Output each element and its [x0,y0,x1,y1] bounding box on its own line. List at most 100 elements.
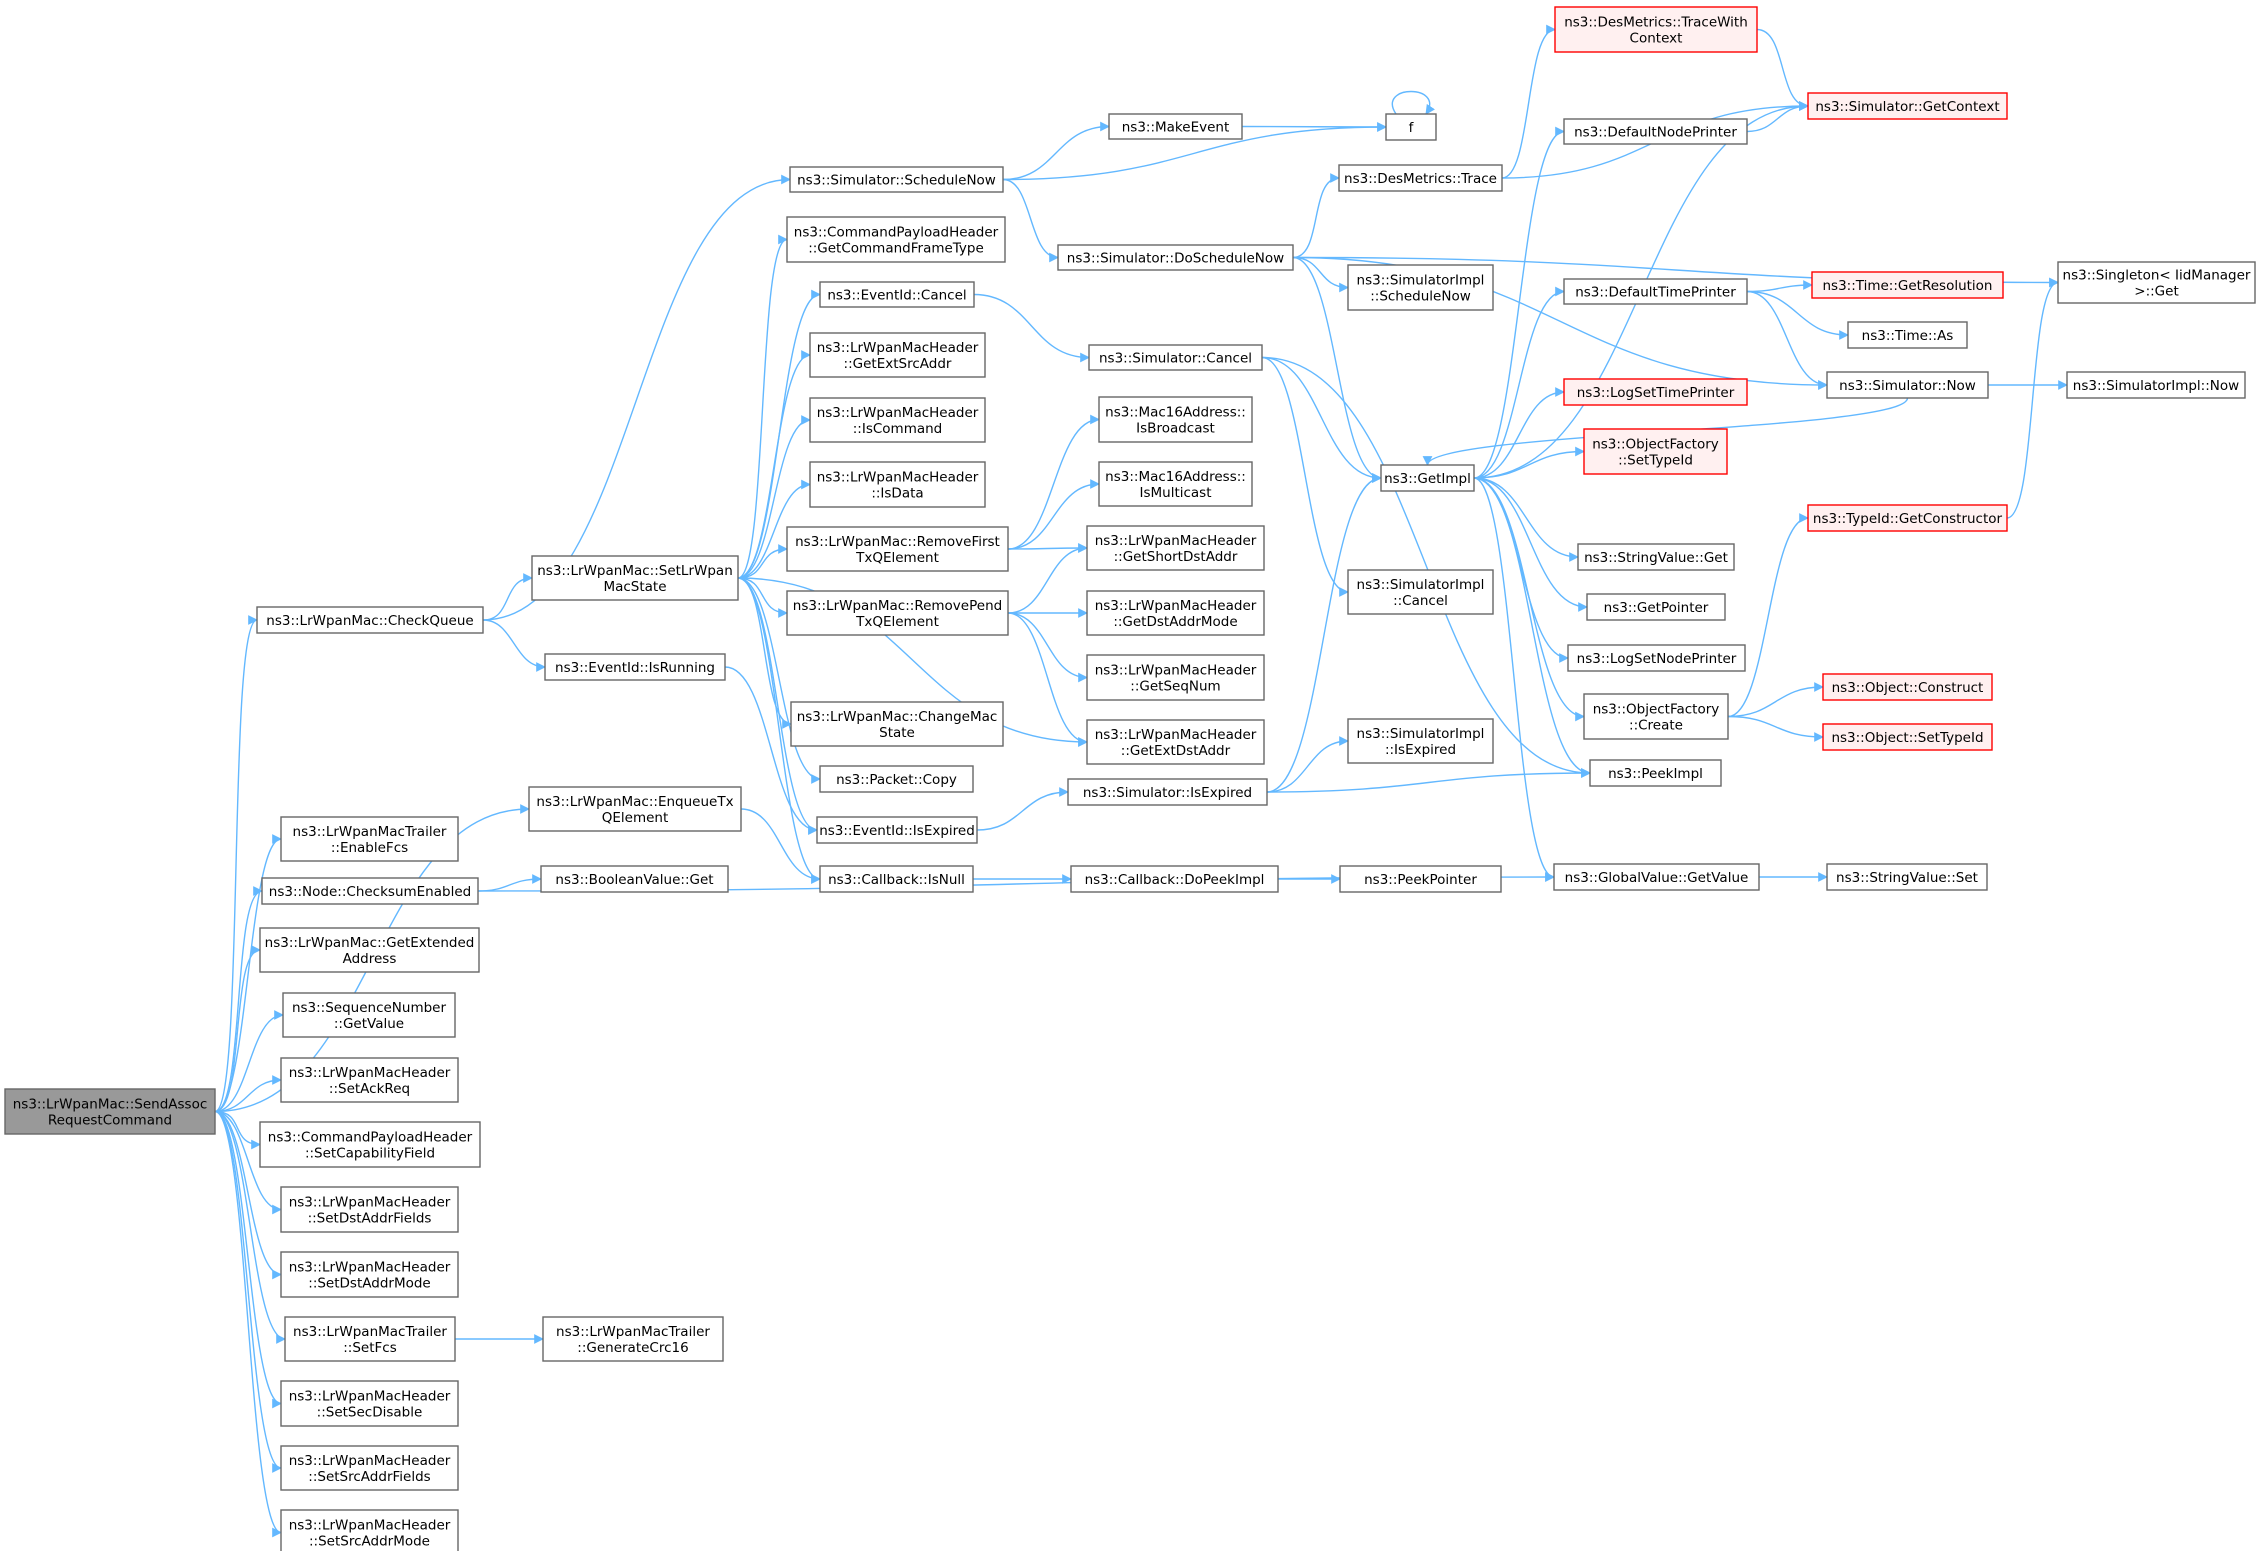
node-getpointer[interactable]: ns3::GetPointer [1586,593,1726,621]
node-simcancel[interactable]: ns3::Simulator::Cancel [1088,344,1263,371]
node-timegetresolution[interactable]: ns3::Time::GetResolution [1811,271,2004,299]
call-edge-schedulenow-to-makeevent [1002,121,1110,181]
node-simnow[interactable]: ns3::Simulator::Now [1826,371,1989,399]
node-label: ::SetDstAddrFields [308,1211,432,1227]
node-isrunning[interactable]: ns3::EventId::IsRunning [544,653,726,681]
node-box [1577,543,1735,571]
node-simimplcancel[interactable]: ns3::SimulatorImpl::Cancel [1347,569,1494,615]
node-doschedulenow[interactable]: ns3::Simulator::DoScheduleNow [1057,244,1294,271]
node-box [284,1316,456,1362]
node-setsrcaddrmode[interactable]: ns3::LrWpanMacHeader::SetSrcAddrMode [280,1509,459,1551]
node-ismulticast[interactable]: ns3::Mac16Address::IsMulticast [1098,461,1253,507]
node-box [1086,590,1265,636]
call-edge-setlrwpanstate-to-getextdstaddr [737,577,1088,747]
node-setcapfield[interactable]: ns3::CommandPayloadHeader::SetCapability… [259,1121,481,1168]
call-edge-root-to-setackreq [214,1075,282,1113]
node-label: ns3::ObjectFactory [1593,702,1720,718]
node-globalvaluegetvalue[interactable]: ns3::GlobalValue::GetValue [1553,863,1760,891]
node-box [280,1057,459,1103]
node-peekpointer[interactable]: ns3::PeekPointer [1339,865,1502,893]
node-booleanget[interactable]: ns3::BooleanValue::Get [540,865,729,893]
node-defaulttimeprinter[interactable]: ns3::DefaultTimePrinter [1563,278,1748,305]
node-iscommand[interactable]: ns3::LrWpanMacHeader::IsCommand [809,397,986,443]
node-stringvalueset[interactable]: ns3::StringValue::Set [1826,863,1988,891]
node-label: ::IsExpired [1385,742,1456,758]
node-setdstaddrfields[interactable]: ns3::LrWpanMacHeader::SetDstAddrFields [280,1186,459,1233]
call-edge-setlrwpanstate-to-callbackisnull [737,577,821,884]
node-packetcopy[interactable]: ns3::Packet::Copy [819,765,974,793]
node-desmetricstrace[interactable]: ns3::DesMetrics::Trace [1338,164,1503,192]
node-f[interactable]: f [1385,113,1437,141]
node-label: ns3::LrWpanMacHeader [289,1453,451,1469]
node-simimplschedulenow[interactable]: ns3::SimulatorImpl::ScheduleNow [1347,264,1494,311]
node-simisexpired[interactable]: ns3::Simulator::IsExpired [1067,778,1268,806]
node-logsettimeprinter[interactable]: ns3::LogSetTimePrinter [1563,378,1748,406]
node-schedulenow[interactable]: ns3::Simulator::ScheduleNow [789,166,1004,193]
node-checksum[interactable]: ns3::Node::ChecksumEnabled [261,877,479,905]
call-edge-typeidgetconstructor-to-singletonget [2006,277,2059,519]
node-getseqnum[interactable]: ns3::LrWpanMacHeader::GetSeqNum [1086,654,1265,701]
node-getimpl[interactable]: ns3::GetImpl [1380,464,1475,492]
node-enablefcs[interactable]: ns3::LrWpanMacTrailer::EnableFcs [280,816,459,862]
node-getextsrcaddr[interactable]: ns3::LrWpanMacHeader::GetExtSrcAddr [809,332,986,378]
node-objfactcreate[interactable]: ns3::ObjectFactory::Create [1583,693,1729,740]
node-label: ns3::MakeEvent [1122,120,1230,136]
node-label: ns3::StringValue::Get [1584,550,1728,566]
node-label: ns3::SimulatorImpl::Now [2073,378,2239,394]
node-objfactsettypeid[interactable]: ns3::ObjectFactory::SetTypeId [1583,428,1728,475]
node-eventisexpired[interactable]: ns3::EventId::IsExpired [816,816,978,844]
node-peekimpl[interactable]: ns3::PeekImpl [1589,759,1722,787]
node-dopeekimpl[interactable]: ns3::Callback::DoPeekImpl [1070,865,1279,893]
node-isbroadcast[interactable]: ns3::Mac16Address::IsBroadcast [1098,396,1253,443]
node-setackreq[interactable]: ns3::LrWpanMacHeader::SetAckReq [280,1057,459,1103]
node-eventcancel[interactable]: ns3::EventId::Cancel [819,281,975,308]
node-label: ns3::LrWpanMacTrailer [293,824,447,840]
node-callbackisnull[interactable]: ns3::Callback::IsNull [819,865,974,893]
node-defaultnodeprinter[interactable]: ns3::DefaultNodePrinter [1563,118,1748,145]
node-getcontext[interactable]: ns3::Simulator::GetContext [1807,92,2008,120]
node-getextdstaddr[interactable]: ns3::LrWpanMacHeader::GetExtDstAddr [1086,719,1265,765]
node-label: ns3::LrWpanMacHeader [1095,727,1257,743]
node-setdstaddrmode[interactable]: ns3::LrWpanMacHeader::SetDstAddrMode [280,1251,459,1298]
node-seqgetvalue[interactable]: ns3::SequenceNumber::GetValue [282,992,456,1038]
node-label: ns3::DesMetrics::Trace [1344,171,1497,187]
node-getcmdframetype[interactable]: ns3::CommandPayloadHeader::GetCommandFra… [786,216,1006,263]
node-setsrcaddrfields[interactable]: ns3::LrWpanMacHeader::SetSrcAddrFields [280,1445,459,1491]
node-timeas[interactable]: ns3::Time::As [1847,321,1968,349]
node-makeevent[interactable]: ns3::MakeEvent [1108,113,1243,140]
node-box [819,765,974,793]
node-box [790,701,1004,747]
node-box [809,397,986,443]
node-label: ns3::SequenceNumber [292,1000,447,1016]
node-label: ns3::Mac16Address:: [1105,469,1246,485]
node-getshortdstaddr[interactable]: ns3::LrWpanMacHeader::GetShortDstAddr [1086,525,1265,571]
node-simimplnow[interactable]: ns3::SimulatorImpl::Now [2066,371,2246,399]
node-label: ::GetExtDstAddr [1121,743,1231,759]
node-setsecdisable[interactable]: ns3::LrWpanMacHeader::SetSecDisable [280,1380,459,1427]
node-objectconstruct[interactable]: ns3::Object::Construct [1822,673,1993,701]
node-isdata[interactable]: ns3::LrWpanMacHeader::IsData [809,461,986,508]
node-setfcs[interactable]: ns3::LrWpanMacTrailer::SetFcs [284,1316,456,1362]
node-simimplisexpired[interactable]: ns3::SimulatorImpl::IsExpired [1347,718,1494,764]
call-edge-simcancel-to-peekimpl [1261,356,1591,778]
node-getdstaddrmode[interactable]: ns3::LrWpanMacHeader::GetDstAddrMode [1086,590,1265,636]
node-typeidgetconstructor[interactable]: ns3::TypeId::GetConstructor [1807,504,2008,532]
node-label: ::SetFcs [343,1340,397,1356]
node-label: ns3::Callback::IsNull [828,872,965,888]
node-label: ns3::EventId::IsExpired [819,823,975,839]
node-gencrc16[interactable]: ns3::LrWpanMacTrailer::GenerateCrc16 [542,1316,724,1362]
node-checkqueue[interactable]: ns3::LrWpanMac::CheckQueue [256,606,484,634]
node-box [1589,759,1722,787]
node-logsetnodeprinter[interactable]: ns3::LogSetNodePrinter [1567,644,1746,672]
node-objectsettypeid[interactable]: ns3::Object::SetTypeId [1822,723,1993,751]
node-singletonget[interactable]: ns3::Singleton< IidManager >::Get [2057,261,2256,304]
node-stringvalueget[interactable]: ns3::StringValue::Get [1577,543,1735,571]
